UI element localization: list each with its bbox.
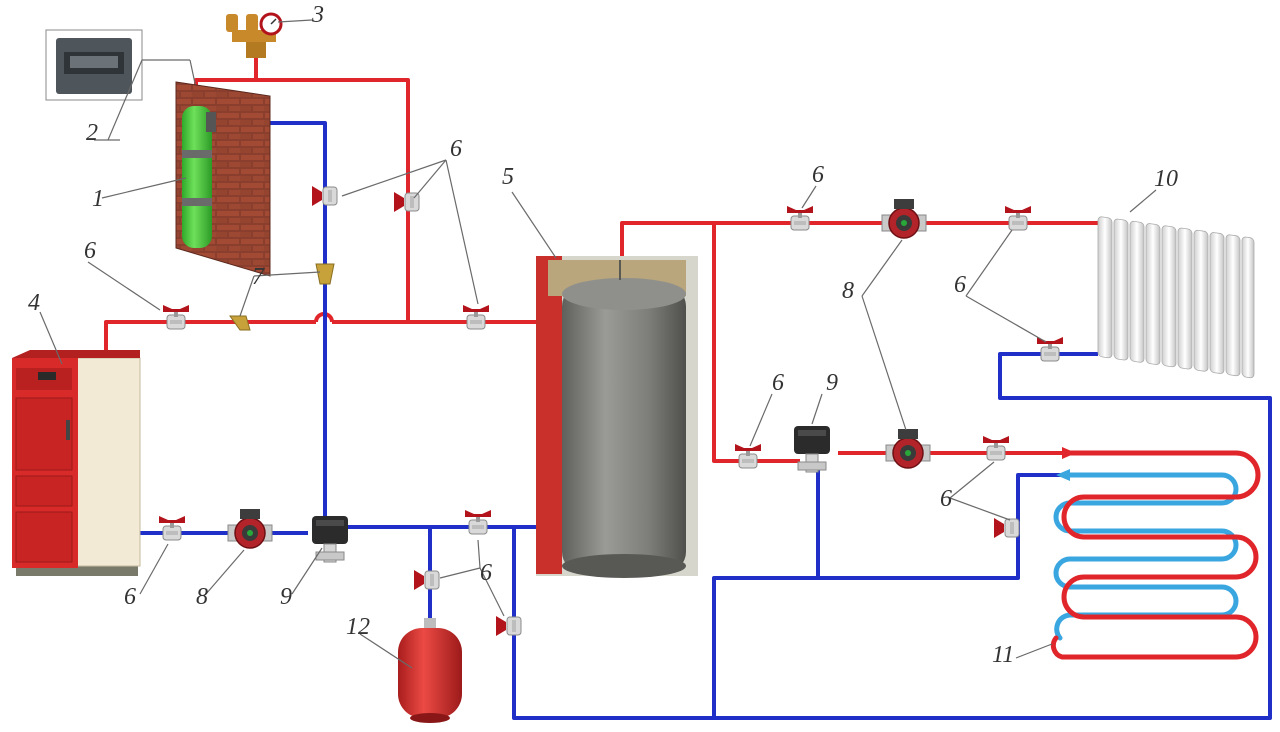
callout-valve-expansion: 6 <box>480 560 492 586</box>
callout-valve-top: 6 <box>450 136 462 162</box>
strainers <box>229 263 335 331</box>
leader-lines <box>39 19 1157 669</box>
callout-mixing-valve-right: 9 <box>826 370 838 396</box>
safety-group <box>226 12 283 58</box>
callout-valve-mixer: 6 <box>772 370 784 396</box>
callout-expansion-vessel: 12 <box>346 614 370 640</box>
boiler <box>12 350 141 576</box>
underfloor-loop <box>1050 447 1261 660</box>
callout-pump-left: 8 <box>196 584 208 610</box>
callout-valve-upper-right: 6 <box>812 162 824 188</box>
callout-boiler: 4 <box>28 290 40 316</box>
electric-heater <box>175 81 271 277</box>
callout-pump-right: 8 <box>842 278 854 304</box>
return-pipes <box>140 121 1272 720</box>
callout-strainer: 7 <box>252 264 265 290</box>
radiator <box>1097 216 1255 379</box>
callout-underfloor-loop: 11 <box>992 642 1014 668</box>
callout-control-box: 2 <box>86 120 98 146</box>
callout-mixing-valve-left: 9 <box>280 584 292 610</box>
callout-heater: 1 <box>92 186 104 212</box>
callout-numbers: 1 2 3 4 5 6 6 7 6 10 6 8 6 9 6 6 8 9 6 1… <box>28 2 1178 668</box>
callout-valve-boiler-return: 6 <box>124 584 136 610</box>
control-box <box>45 29 197 101</box>
callout-radiator: 10 <box>1154 166 1178 192</box>
callout-valve-radiator: 6 <box>954 272 966 298</box>
expansion-vessel <box>398 618 462 723</box>
callout-buffer-tank: 5 <box>502 164 514 190</box>
buffer-tank <box>536 256 698 578</box>
callout-valve-left: 6 <box>84 238 96 264</box>
callout-valve-floor: 6 <box>940 486 952 512</box>
callout-safety-group: 3 <box>311 2 324 28</box>
